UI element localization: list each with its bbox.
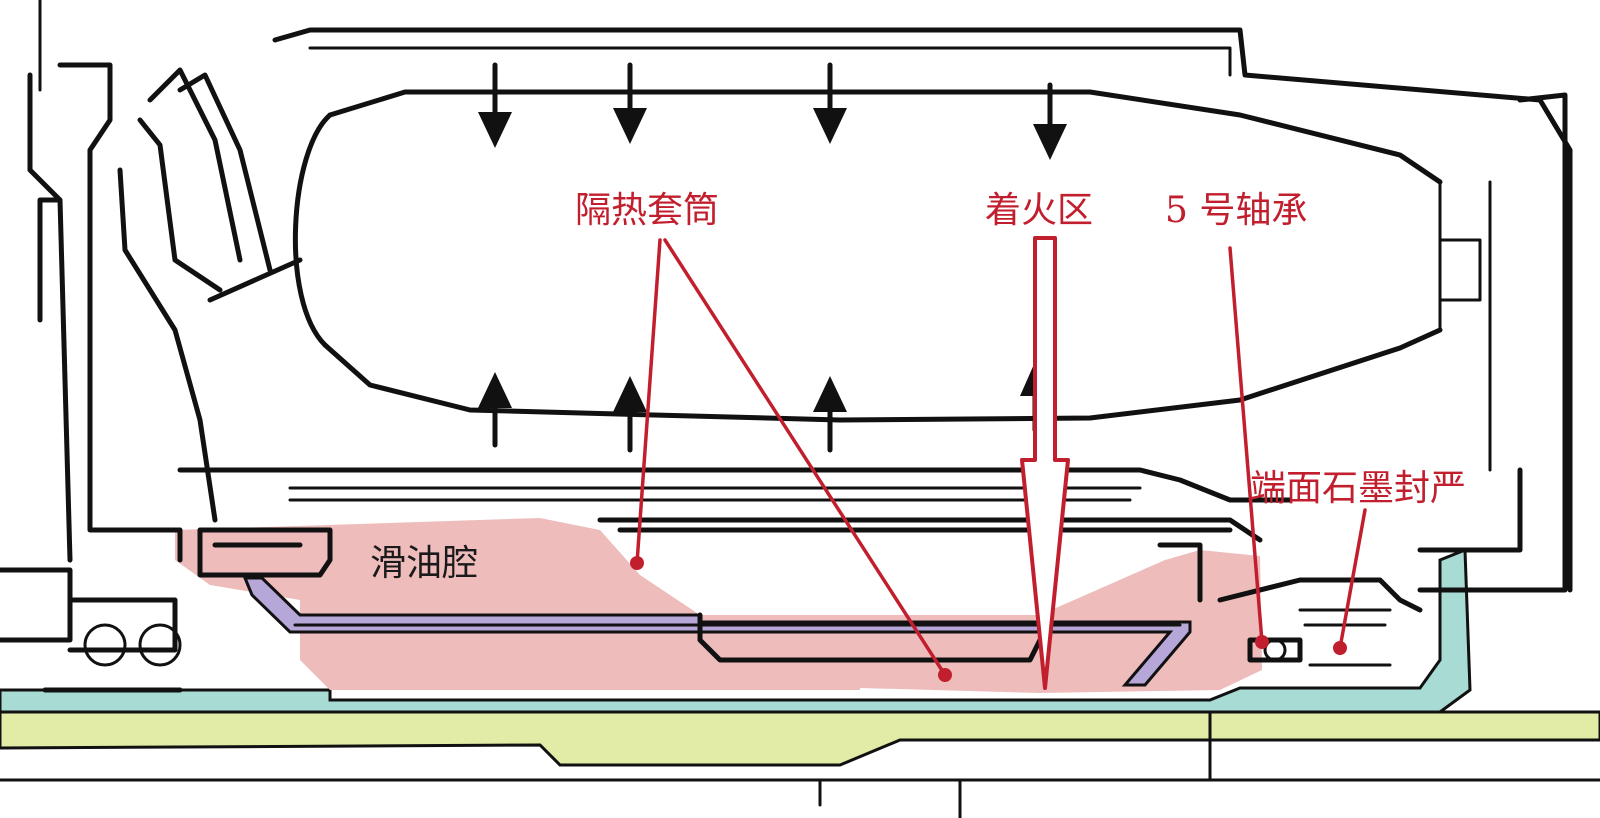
inner-casing-upper (177, 467, 1293, 503)
airflow-arrow-down-2 (613, 62, 647, 144)
left-bearing-housing (0, 567, 183, 693)
combustor-liner-lower (322, 327, 1443, 423)
shaft-sleeve-outline (697, 612, 1043, 663)
leader-lines (630, 238, 1367, 682)
compressor-rear-frame (27, 62, 183, 563)
label-face-graphite-seal: 端面石墨封严 (1250, 468, 1466, 509)
oil-nozzle-block (197, 527, 333, 578)
shaft-fill (0, 710, 1600, 767)
rear-bearing-housing (1157, 542, 1423, 663)
leader-dot-insulation-a (630, 556, 644, 570)
outer-casing (272, 27, 1573, 593)
leader-dot-bearing-no5 (1255, 635, 1269, 649)
cooling-air-fill (0, 547, 1472, 714)
airflow-arrow-up-3 (813, 376, 847, 453)
leader-graphite-seal (1338, 508, 1367, 650)
shaft-region (0, 710, 1600, 767)
heat-shield-sleeve (597, 517, 1263, 543)
cooling-air-region (0, 547, 1472, 714)
leader-dot-graphite-seal (1333, 641, 1347, 655)
airflow-arrow-down-3 (813, 62, 847, 144)
label-ignition-zone: 着火区 (985, 190, 1093, 231)
combustor-dome (292, 112, 333, 348)
airflow-arrow-down-1 (478, 62, 512, 148)
leader-dot-insulation-b (938, 668, 952, 682)
turbine-rear-frame (1417, 92, 1568, 593)
oil-tube (242, 576, 1192, 687)
bearing-roller-no5 (1263, 638, 1287, 662)
leader-insulation-sleeve-b (663, 238, 947, 677)
label-oil-cavity: 滑油腔 (370, 543, 478, 584)
diffuser-vanes (117, 67, 303, 523)
bearing-roller-left-1 (83, 623, 127, 667)
airflow-arrows (478, 62, 1067, 453)
outer-casing-inner (308, 46, 1232, 77)
inner-casing-lower (288, 486, 1142, 502)
label-bearing-no5: 5 号轴承 (1165, 190, 1307, 231)
leader-bearing-no5 (1228, 246, 1264, 644)
oil-tube-fill (242, 576, 1192, 687)
airflow-arrow-down-4 (1033, 82, 1067, 160)
oil-cavity-region (175, 518, 1262, 693)
turbine-nozzle (1438, 180, 1492, 472)
leader-insulation-sleeve-a (635, 238, 662, 565)
oil-cavity-fill (175, 518, 1262, 693)
shaft-lower-lines (0, 710, 1600, 818)
airflow-arrow-up-2 (613, 376, 647, 453)
airflow-arrow-up-1 (478, 372, 512, 448)
label-insulation-sleeve: 隔热套筒 (575, 190, 719, 231)
ignition-zone-arrow (1020, 236, 1070, 690)
combustor-liner-upper (327, 89, 1443, 185)
bearing-roller-left-2 (138, 623, 182, 667)
